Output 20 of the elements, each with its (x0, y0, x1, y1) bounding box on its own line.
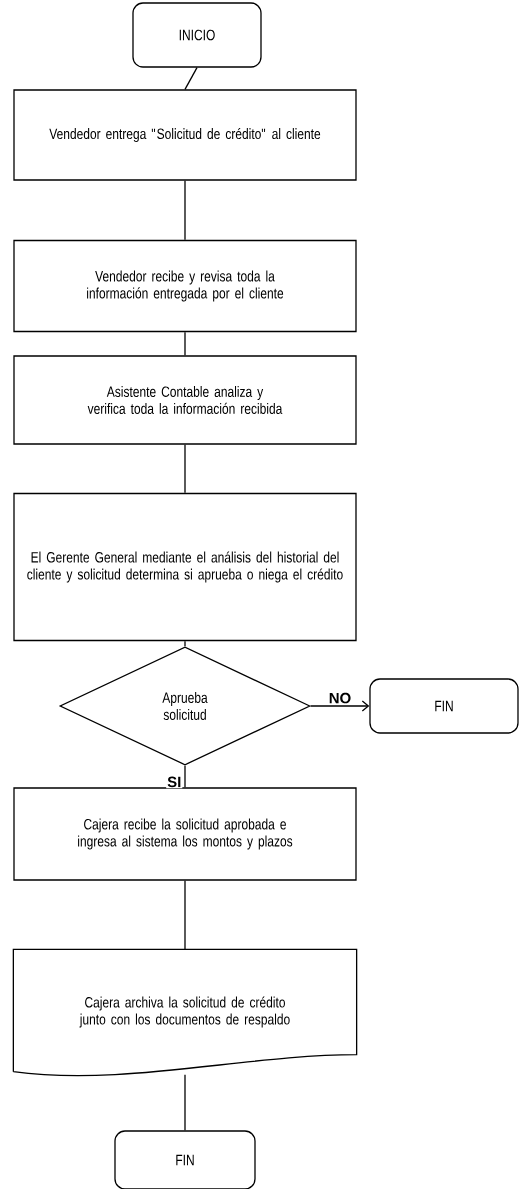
terminal-box: INICIO (132, 2, 262, 68)
process-box: El Gerente General mediante el análisis del historial del cliente y solicitud determina si aprueba o niega el crédito (13, 492, 357, 642)
edge-label: NO (327, 691, 353, 705)
connector-line (184, 444, 186, 494)
process-box: Cajera recibe la solicitud aprobada e ingresa al sistema los montos y plazos (13, 787, 357, 881)
connector-line (184, 765, 186, 788)
connector-line (184, 640, 186, 647)
process-box: Vendedor recibe y revisa toda la información entregada por el cliente (13, 239, 357, 333)
edge-label: SI (166, 775, 183, 789)
connector-line (184, 880, 186, 950)
connector-line (184, 1074, 186, 1131)
connector-line (184, 331, 186, 356)
process-box: Vendedor entrega "Solicitud de crédito" al cliente (13, 89, 357, 181)
document-shape: Cajera archiva la solicitud de crédito junto con los documentos de respaldo (12, 948, 358, 1077)
connector-line (184, 180, 186, 241)
terminal-box: FIN (369, 678, 519, 734)
terminal-box: FIN (114, 1130, 256, 1189)
connector-line (184, 67, 198, 91)
process-box: Asistente Contable analiza y verifica toda la información recibida (13, 355, 357, 445)
arrow (310, 700, 370, 712)
